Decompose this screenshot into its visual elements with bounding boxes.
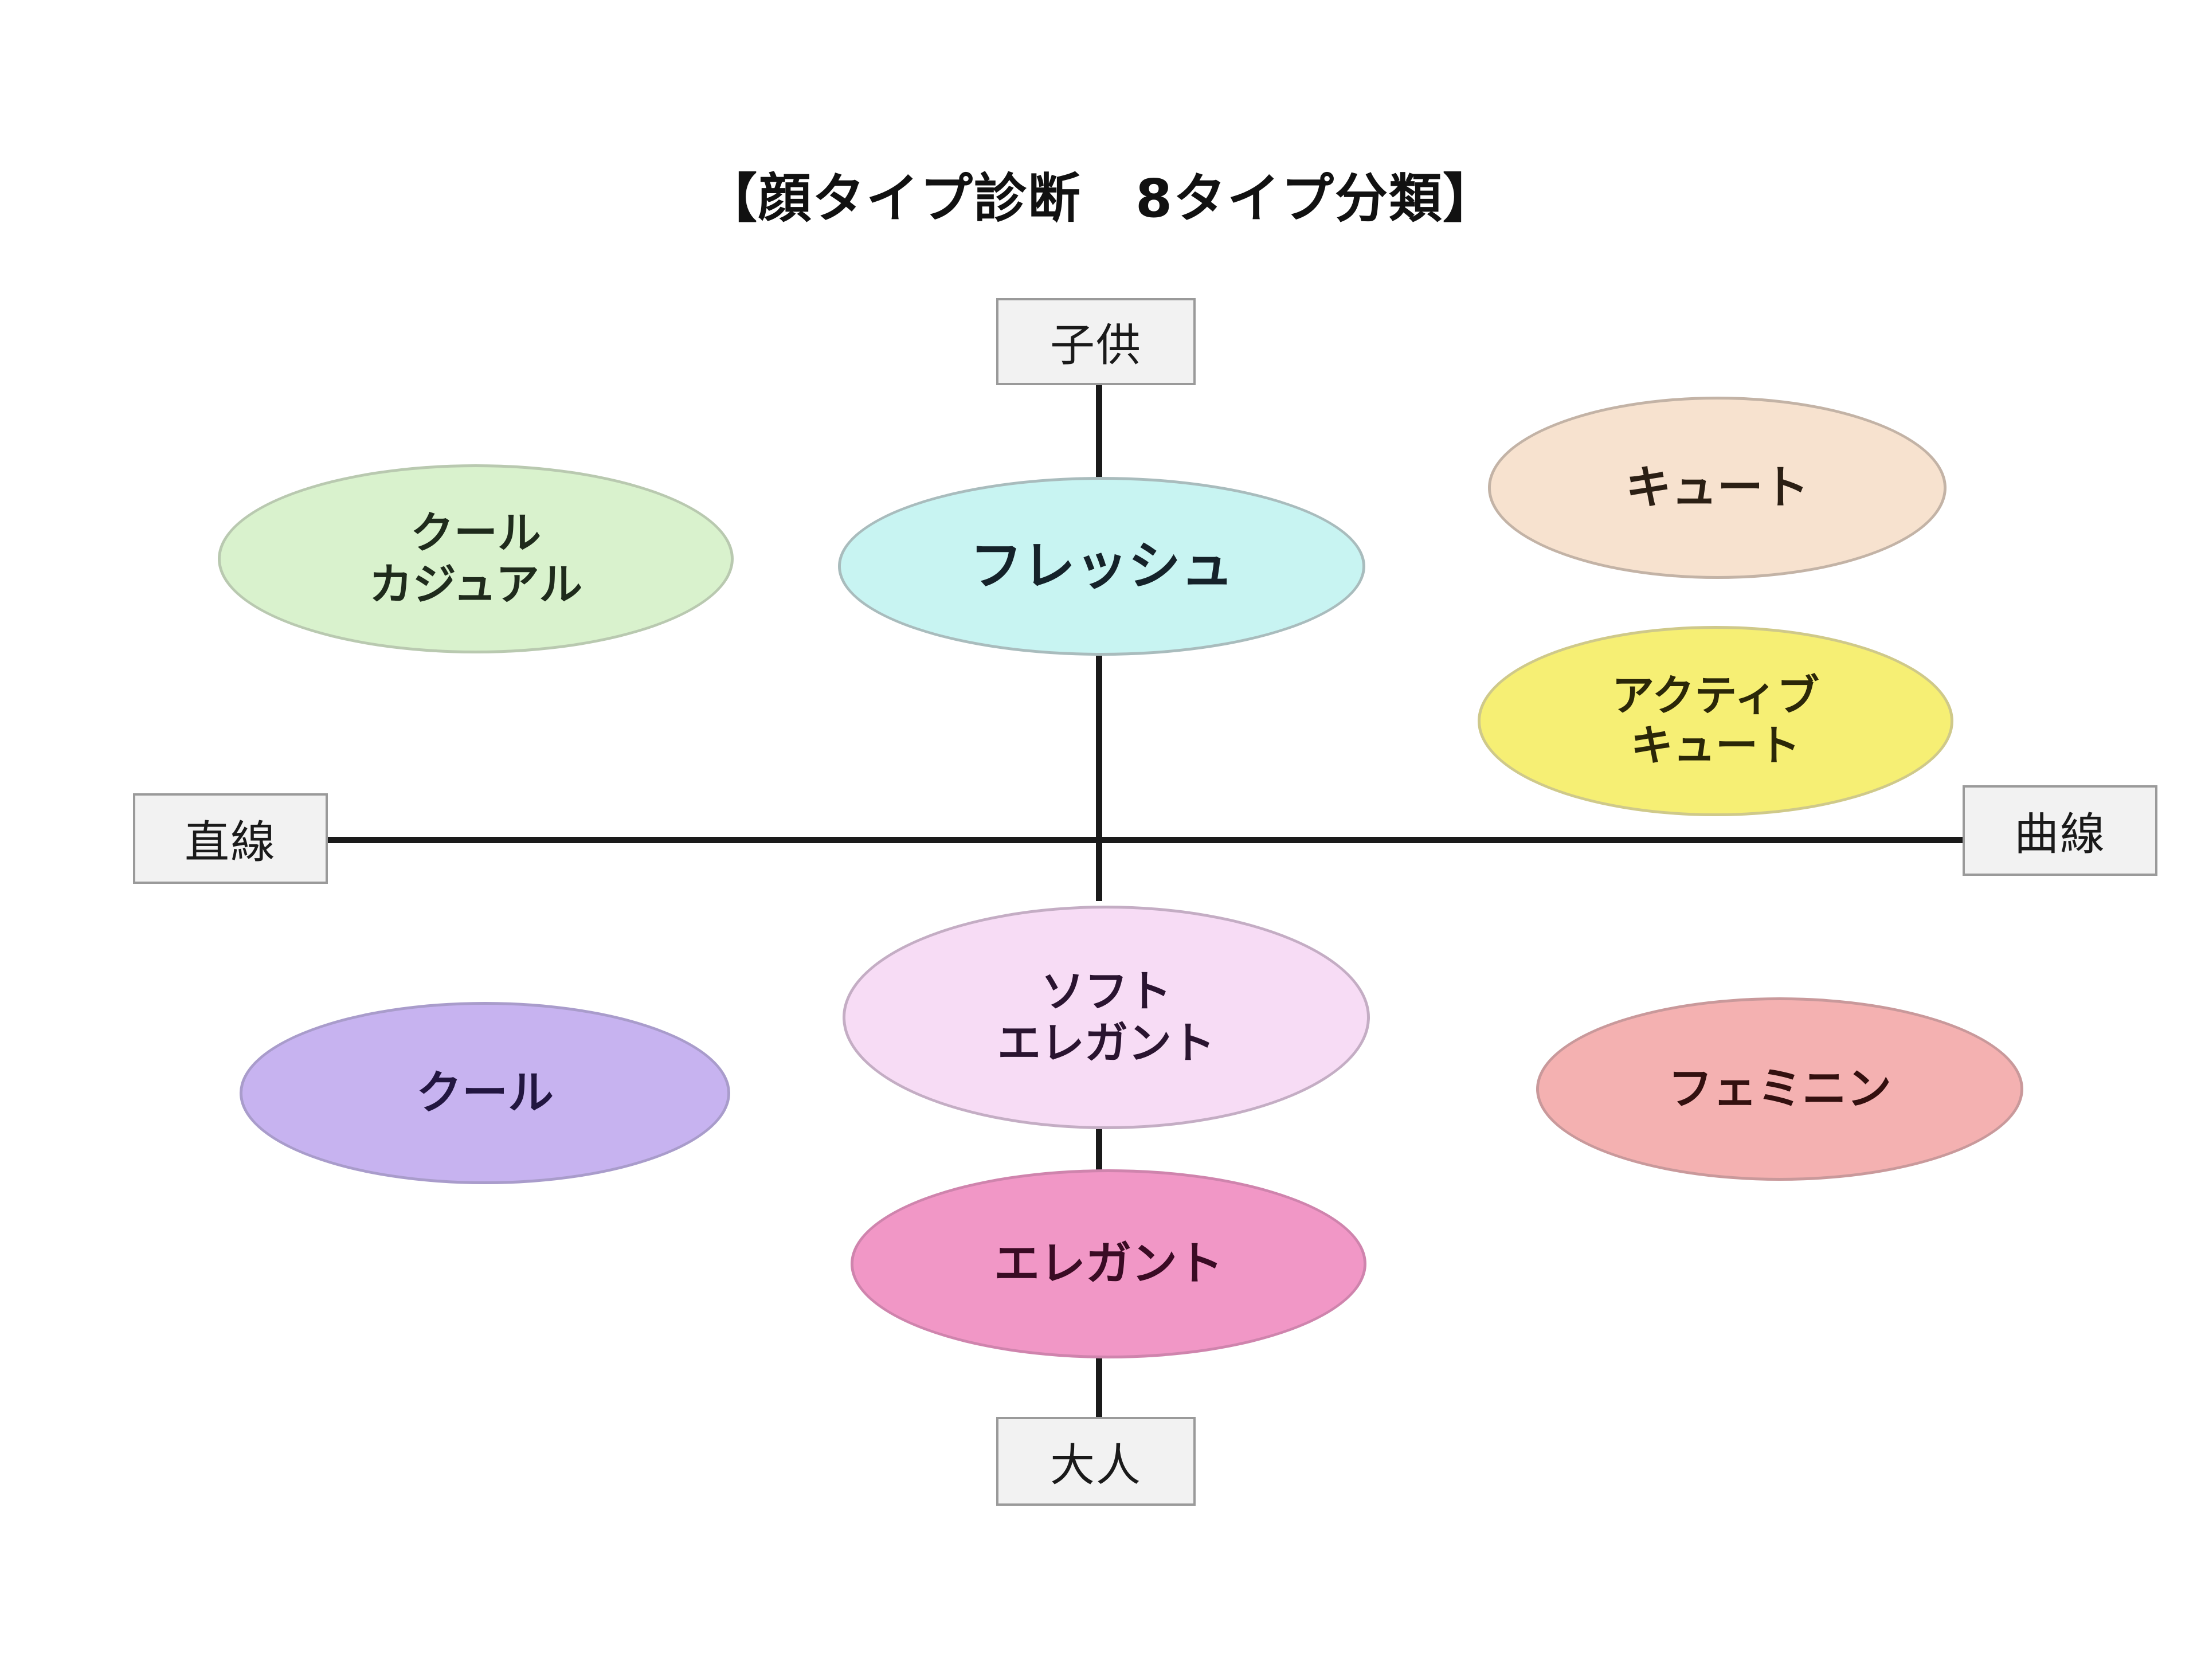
horizontal-axis-line [326, 837, 1966, 843]
type-bubble-cool[interactable]: クール [240, 1002, 730, 1184]
type-bubble-soft-elegant[interactable]: ソフト エレガント [843, 906, 1370, 1129]
axis-label-child: 子供 [996, 298, 1196, 385]
type-bubble-feminine[interactable]: フェミニン [1536, 997, 2023, 1181]
type-bubble-fresh[interactable]: フレッシュ [838, 477, 1365, 656]
type-label-line1: ソフト [1041, 966, 1172, 1017]
connector-elegant-to-adult [1096, 1354, 1102, 1418]
axis-label-straight: 直線 [133, 793, 328, 884]
axis-label-curved: 曲線 [1963, 785, 2157, 876]
type-label-line2: エレガント [997, 1017, 1215, 1068]
type-label-line1: フレッシュ [969, 535, 1233, 597]
type-label-line1: エレガント [994, 1236, 1223, 1290]
type-bubble-cool-casual[interactable]: クール カジュアル [218, 464, 734, 653]
type-label-line1: クール [416, 1066, 554, 1119]
type-label-line2: キュート [1631, 721, 1800, 770]
type-label-line1: アクティブ [1612, 671, 1819, 720]
type-label-line1: クール [410, 507, 541, 559]
type-bubble-cute[interactable]: キュート [1488, 397, 1947, 579]
axis-label-adult: 大人 [996, 1417, 1196, 1506]
type-bubble-elegant[interactable]: エレガント [851, 1169, 1366, 1358]
page-title: 【顔タイプ診断 8タイプ分類】 [704, 168, 1497, 229]
connector-soft-elegant-to-elegant [1096, 1129, 1102, 1186]
type-label-line2: カジュアル [369, 559, 583, 610]
type-bubble-active-cute[interactable]: アクティブ キュート [1478, 626, 1953, 816]
type-label-line1: フェミニン [1667, 1063, 1891, 1115]
type-label-line1: キュート [1626, 460, 1809, 514]
